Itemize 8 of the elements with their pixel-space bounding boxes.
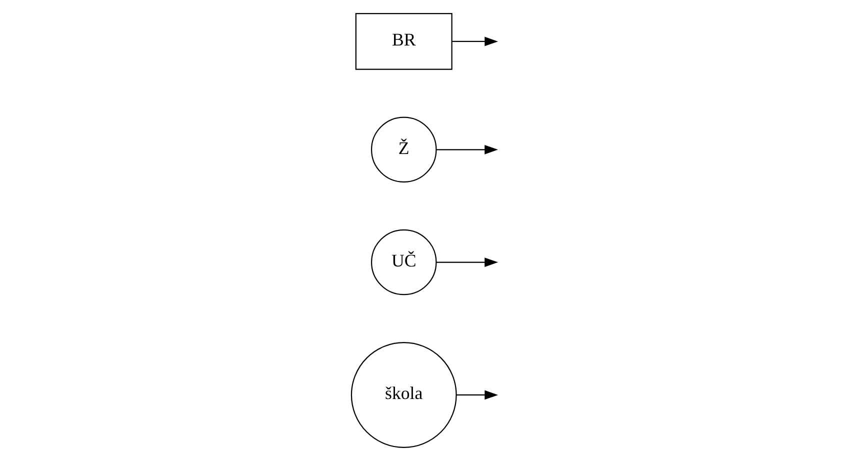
node-circle: Ž (370, 116, 436, 183)
arrow (456, 390, 498, 400)
node-circle: UČ (370, 229, 436, 296)
node-circle: škola (350, 342, 456, 448)
arrow (436, 144, 498, 154)
arrow (452, 36, 498, 46)
arrow (436, 258, 498, 267)
node-box: BR (354, 13, 452, 70)
